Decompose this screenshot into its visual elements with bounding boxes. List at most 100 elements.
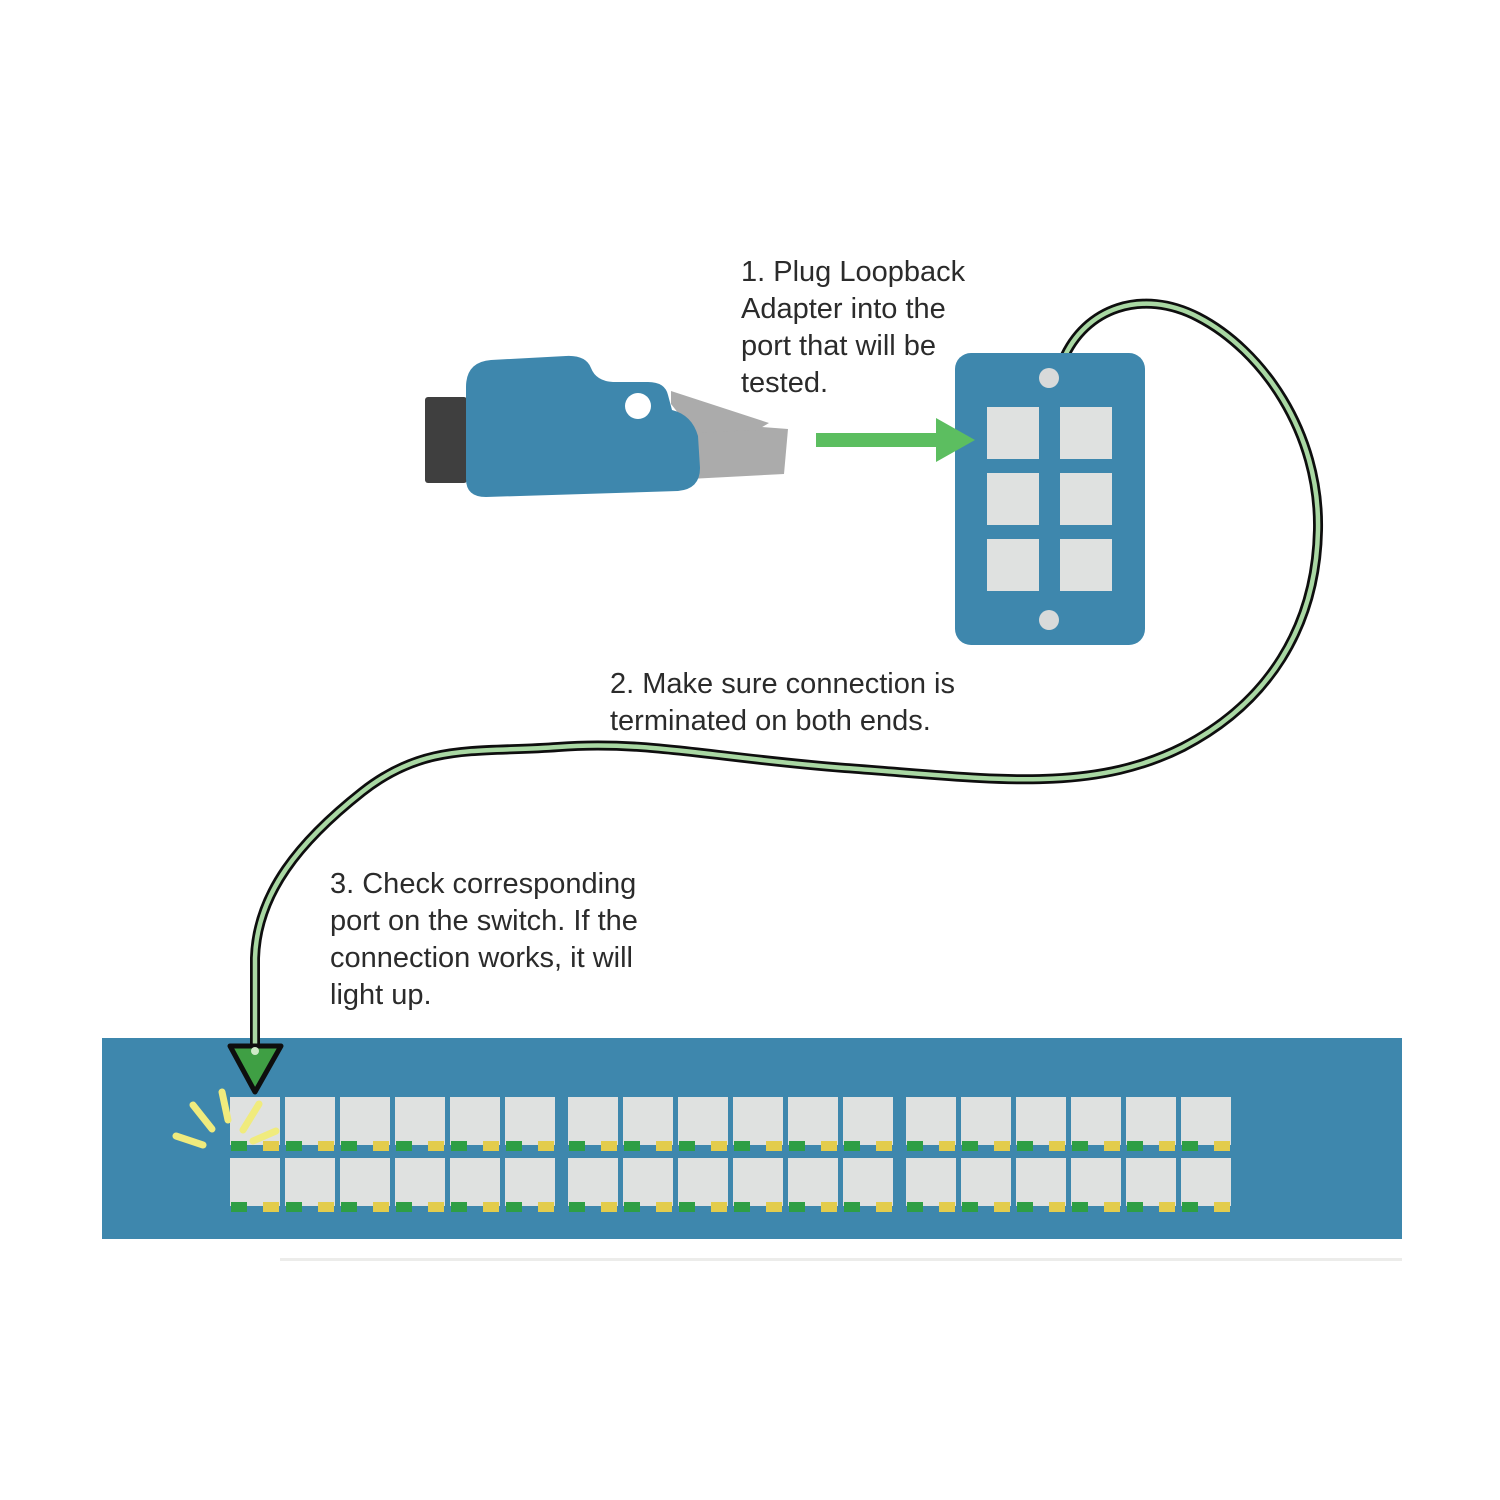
port-led-green [396, 1202, 412, 1212]
port-led-green [789, 1202, 805, 1212]
port-led-yellow [1214, 1141, 1230, 1151]
port-led-yellow [373, 1202, 389, 1212]
port-led-green [286, 1141, 302, 1151]
port-led-green [451, 1202, 467, 1212]
switch-port [678, 1158, 728, 1206]
switch-port [1181, 1097, 1231, 1145]
port-led-green [844, 1202, 860, 1212]
port-led-yellow [1104, 1141, 1120, 1151]
port-led-yellow [821, 1141, 837, 1151]
switch-port [1126, 1097, 1176, 1145]
port-led-green [569, 1141, 585, 1151]
cable-arrowhead-icon [227, 1043, 284, 1095]
port-led-yellow [766, 1202, 782, 1212]
switch-port [623, 1158, 673, 1206]
port-led-yellow [821, 1202, 837, 1212]
port-led-yellow [483, 1141, 499, 1151]
port-led-yellow [538, 1141, 554, 1151]
port-led-yellow [939, 1141, 955, 1151]
port-led-green [569, 1202, 585, 1212]
port-led-green [907, 1202, 923, 1212]
step-3-label: 3. Check corresponding port on the switc… [330, 868, 638, 1011]
switch-port [340, 1158, 390, 1206]
switch-port [623, 1097, 673, 1145]
port-led-green [1182, 1141, 1198, 1151]
port-led-yellow [428, 1141, 444, 1151]
switch-port [505, 1097, 555, 1145]
port-led-yellow [483, 1202, 499, 1212]
switch-port [450, 1158, 500, 1206]
wall-plate-port [987, 473, 1039, 525]
wall-plate-port [987, 407, 1039, 459]
switch-port [1181, 1158, 1231, 1206]
port-led-yellow [318, 1202, 334, 1212]
port-led-green [844, 1141, 860, 1151]
switch-port [1071, 1158, 1121, 1206]
wall-plate [955, 353, 1145, 645]
rj45-plug-latch [671, 391, 769, 433]
port-led-yellow [601, 1141, 617, 1151]
port-led-yellow [766, 1141, 782, 1151]
port-led-green [1017, 1202, 1033, 1212]
network-switch [102, 1038, 1402, 1261]
port-led-green [506, 1202, 522, 1212]
port-led-green [231, 1141, 247, 1151]
port-led-green [624, 1141, 640, 1151]
port-led-yellow [876, 1141, 892, 1151]
port-led-yellow [1159, 1202, 1175, 1212]
switch-port [1126, 1158, 1176, 1206]
port-led-yellow [876, 1202, 892, 1212]
switch-port [906, 1158, 956, 1206]
wall-plate-port [1060, 539, 1112, 591]
switch-port [395, 1097, 445, 1145]
switch-port [843, 1097, 893, 1145]
port-led-yellow [656, 1202, 672, 1212]
port-led-green [734, 1202, 750, 1212]
switch-port [788, 1158, 838, 1206]
step-1-label: 1. Plug Loopback Adapter into the port t… [741, 256, 966, 399]
port-led-yellow [1049, 1202, 1065, 1212]
port-led-green [962, 1202, 978, 1212]
switch-port [961, 1158, 1011, 1206]
lit-port-glow-icon [172, 1088, 280, 1149]
switch-port [230, 1158, 280, 1206]
port-led-green [734, 1141, 750, 1151]
switch-port-field [230, 1097, 1231, 1212]
switch-port [340, 1097, 390, 1145]
port-led-yellow [1049, 1141, 1065, 1151]
port-led-green [506, 1141, 522, 1151]
wall-plate-port [1060, 473, 1112, 525]
screw-hole-bottom [1039, 610, 1059, 630]
port-led-yellow [373, 1141, 389, 1151]
port-led-yellow [656, 1141, 672, 1151]
port-led-yellow [711, 1141, 727, 1151]
switch-port [733, 1158, 783, 1206]
switch-port [568, 1158, 618, 1206]
switch-port [395, 1158, 445, 1206]
wall-plate-ports [987, 407, 1112, 591]
switch-port [568, 1097, 618, 1145]
step-2-label: 2. Make sure connection is terminated on… [610, 668, 955, 737]
port-led-green [1072, 1202, 1088, 1212]
port-led-green [624, 1202, 640, 1212]
patch-cable [227, 298, 1324, 1095]
switch-port [285, 1097, 335, 1145]
port-led-yellow [263, 1141, 279, 1151]
adapter-body [466, 355, 700, 497]
port-led-green [231, 1202, 247, 1212]
port-led-yellow [428, 1202, 444, 1212]
switch-shadow [280, 1258, 1402, 1261]
port-led-green [1017, 1141, 1033, 1151]
cable-end-dot [251, 1047, 259, 1055]
port-led-green [341, 1141, 357, 1151]
port-led-yellow [994, 1202, 1010, 1212]
switch-port [1016, 1097, 1066, 1145]
port-led-green [789, 1141, 805, 1151]
port-led-green [962, 1141, 978, 1151]
switch-port [285, 1158, 335, 1206]
port-led-green [1127, 1202, 1143, 1212]
port-led-yellow [263, 1202, 279, 1212]
cable-core [252, 301, 1321, 1053]
